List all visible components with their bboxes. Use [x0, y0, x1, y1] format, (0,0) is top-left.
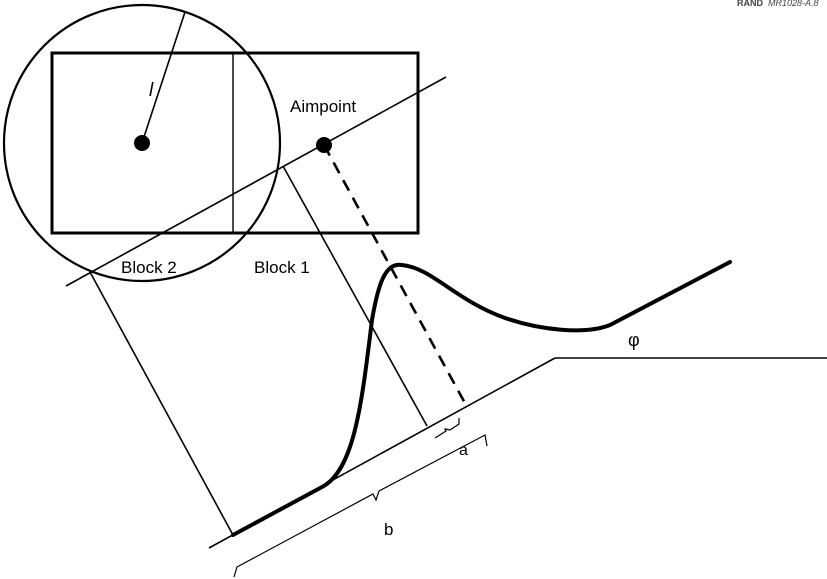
lethal-radius-circle	[2, 3, 282, 283]
radius-label: l	[149, 80, 154, 101]
aimpoint-label: Aimpoint	[290, 97, 356, 116]
circle-center-dot	[134, 135, 150, 151]
block2-projection-line	[89, 271, 234, 536]
block2-label: Block 2	[121, 258, 177, 277]
target-rectangle	[50, 51, 420, 235]
dimension-b-label: b	[384, 520, 393, 539]
dimension-bracket-a	[434, 418, 460, 439]
reference-code: MR1028-A.8	[768, 0, 819, 8]
radius-line	[141, 11, 186, 144]
aimpoint-projection-dashed	[322, 144, 468, 406]
angle-phi-label: φ	[628, 330, 640, 350]
block1-projection-line	[282, 165, 428, 427]
dimension-bracket-b	[233, 434, 488, 578]
block1-label: Block 1	[254, 258, 310, 277]
distribution-curve	[231, 260, 732, 537]
target-diagonal-line	[65, 76, 447, 287]
dimension-a-label: a	[459, 442, 468, 459]
reference-org: RAND	[737, 0, 763, 8]
